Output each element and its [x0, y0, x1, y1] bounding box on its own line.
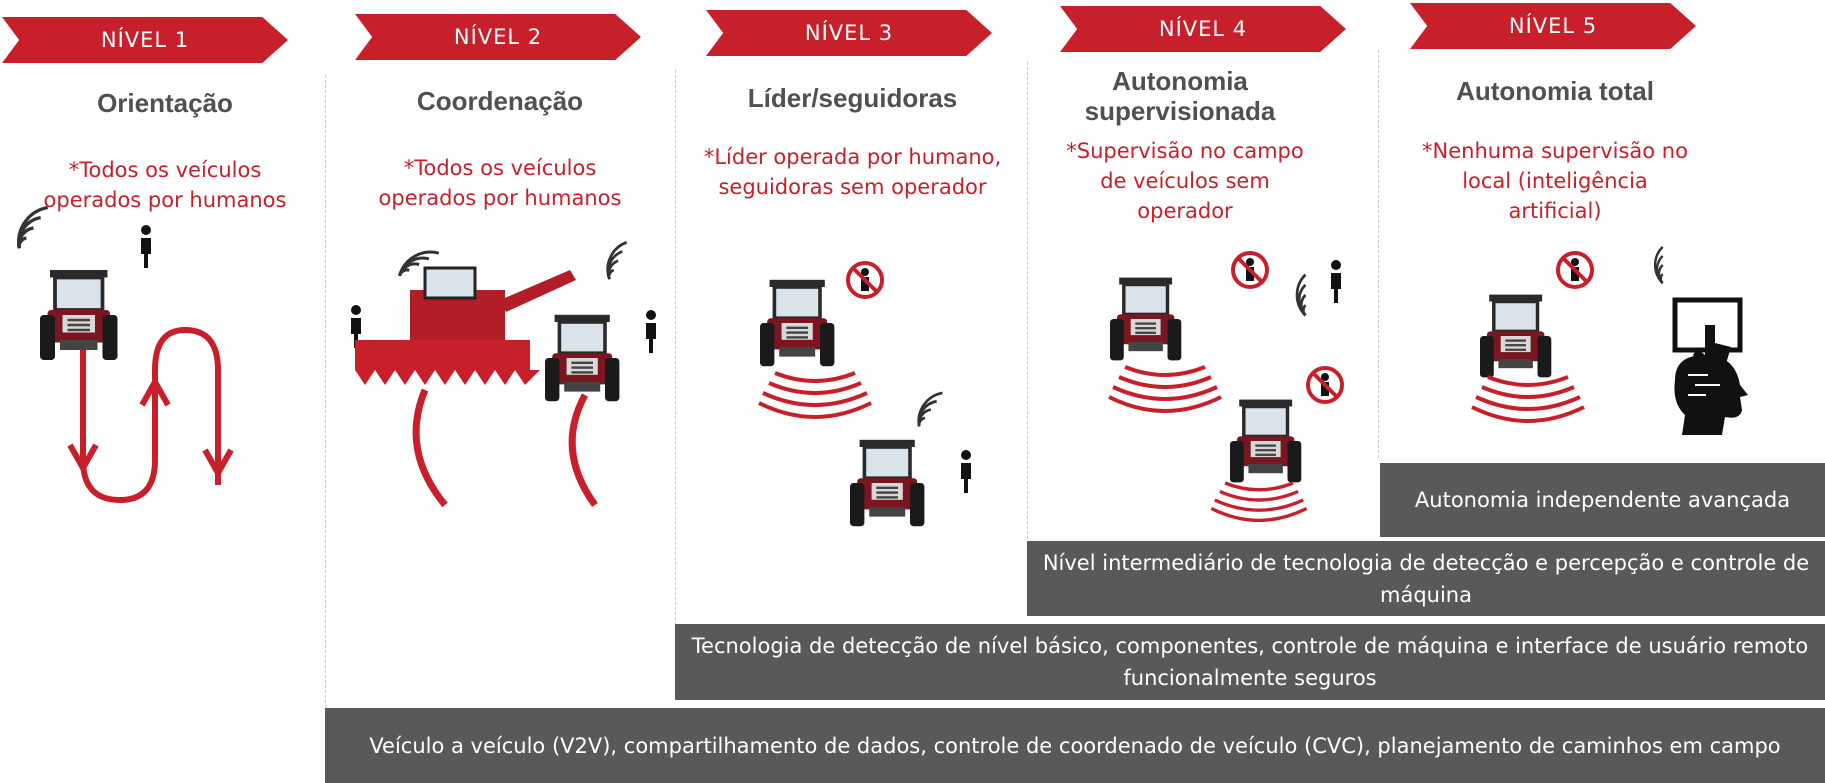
no-operator-icon — [1556, 251, 1594, 289]
column-divider — [325, 75, 326, 783]
path-arrow-icon — [67, 326, 234, 504]
level-4-illustration — [1107, 251, 1344, 523]
level-1-title: Orientação — [97, 88, 233, 118]
person-icon — [646, 310, 656, 353]
level-3-description: *Líder operada por humano, seguidoras se… — [703, 145, 1002, 199]
tractor-icon — [543, 312, 622, 404]
level-2-title: Coordenação — [416, 86, 584, 116]
signal-icon — [1277, 266, 1333, 322]
level-5-title: Autonomia total — [1456, 76, 1654, 106]
level-3-title: Líder/seguidoras — [747, 83, 958, 113]
column-divider — [1027, 62, 1028, 544]
level-4-description: *Supervisão no campo de veículos sem ope… — [1066, 139, 1304, 223]
level-3-illustration — [757, 261, 971, 529]
tech-bar-intermediate-detection: Nível intermediário de tecnologia de det… — [1027, 541, 1825, 616]
waves-icon — [757, 371, 873, 419]
tech-bar-basic-detection: Tecnologia de detecção de nível básico, … — [675, 624, 1825, 700]
signal-icon — [593, 234, 643, 286]
signal-icon — [1637, 245, 1687, 289]
person-icon — [1331, 260, 1341, 303]
level-4-title: Autonomia supervisionada — [1084, 66, 1276, 126]
level-5-description: *Nenhuma supervisão no local (inteligênc… — [1422, 139, 1688, 223]
level-2-badge: NÍVEL 2 — [355, 14, 641, 60]
level-3-badge: NÍVEL 3 — [706, 10, 992, 56]
combine-harvester-icon — [355, 266, 576, 385]
signal-icon — [5, 200, 61, 255]
no-operator-icon — [846, 261, 884, 299]
tech-bar-advanced-autonomy: Autonomia independente avançada — [1380, 463, 1825, 537]
no-operator-icon — [1231, 251, 1269, 289]
tractor-icon — [758, 277, 837, 369]
signal-icon — [908, 385, 954, 432]
level-2-description: *Todos os veículos operados por humanos — [378, 156, 622, 210]
waves-icon — [1209, 481, 1309, 523]
level-2-illustration — [351, 234, 656, 508]
tech-bar-v2v-coordination: Veículo a veículo (V2V), compartilhament… — [325, 708, 1825, 783]
waves-icon — [1107, 365, 1223, 413]
tractor-icon — [1108, 275, 1184, 363]
level-4-badge: NÍVEL 4 — [1060, 6, 1346, 52]
no-operator-icon — [1306, 366, 1344, 404]
level-1-badge: NÍVEL 1 — [2, 17, 288, 63]
column-divider — [1378, 50, 1379, 458]
tractor-icon — [1228, 397, 1304, 485]
person-icon — [141, 225, 151, 268]
tractor-icon — [848, 437, 927, 529]
level-1-description: *Todos os veículos operados por humanos — [43, 158, 287, 212]
person-icon — [961, 450, 971, 493]
column-divider — [675, 70, 676, 630]
level-5-illustration — [1470, 245, 1748, 435]
waves-icon — [1470, 375, 1586, 423]
level-5-badge: NÍVEL 5 — [1410, 3, 1696, 49]
ai-head-icon — [1674, 355, 1748, 435]
tractor-icon — [1478, 292, 1554, 380]
level-1-illustration — [5, 200, 234, 504]
tractor-icon — [38, 268, 120, 362]
